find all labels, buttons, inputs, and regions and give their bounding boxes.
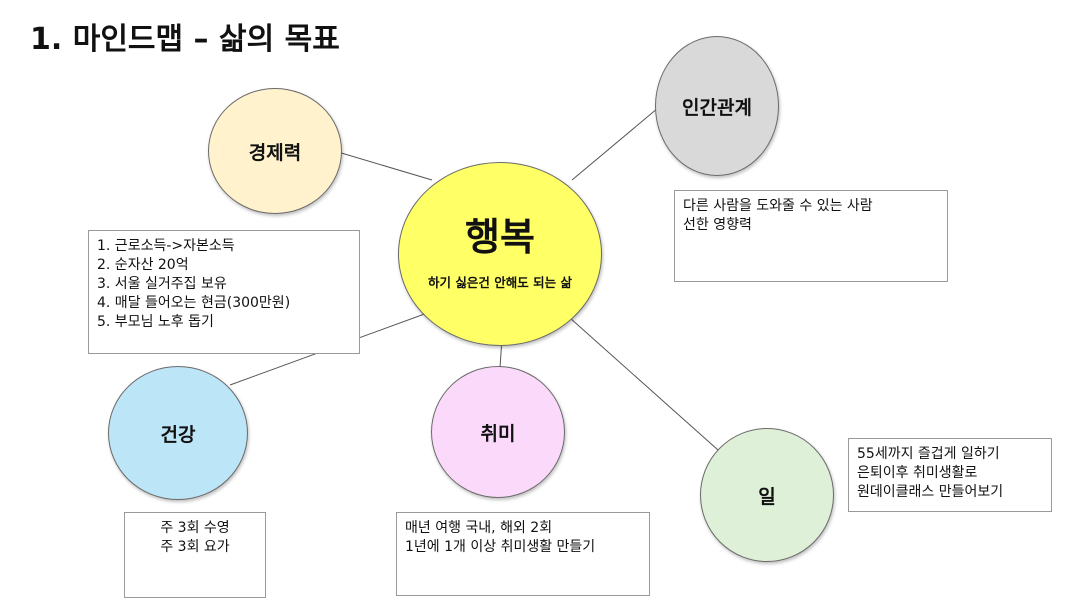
- node-relations-label: 인간관계: [682, 96, 752, 119]
- note-economy-line: 3. 서울 실거주집 보유: [97, 276, 227, 292]
- note-health: 주 3회 수영 주 3회 요가: [124, 512, 266, 598]
- node-health-label: 건강: [160, 423, 196, 446]
- note-hobby: 매년 여행 국내, 해외 2회 1년에 1개 이상 취미생활 만들기: [396, 512, 650, 596]
- node-relations: 인간관계: [655, 36, 779, 176]
- note-economy-line: 2. 순자산 20억: [97, 257, 189, 273]
- note-health-line: 주 3회 수영: [160, 520, 230, 536]
- node-work-label: 일: [758, 485, 776, 508]
- node-economy: 경제력: [208, 88, 342, 214]
- note-work-line: 55세까지 즐겁게 일하기: [857, 446, 1000, 462]
- note-work: 55세까지 즐겁게 일하기 은퇴이후 취미생활로 원데이클래스 만들어보기: [848, 438, 1052, 512]
- note-hobby-line: 1년에 1개 이상 취미생활 만들기: [405, 539, 596, 555]
- connector-relations: [571, 107, 659, 181]
- page-title: 1. 마인드맵 – 삶의 목표: [30, 22, 340, 57]
- note-economy: 1. 근로소득->자본소득 2. 순자산 20억 3. 서울 실거주집 보유 4…: [88, 230, 360, 354]
- note-relations-line: 선한 영향력: [683, 217, 752, 233]
- note-economy-line: 4. 매달 들어오는 현금(300만원): [97, 295, 291, 311]
- connector-economy: [337, 151, 433, 181]
- note-work-line: 원데이클래스 만들어보기: [857, 484, 1004, 500]
- note-economy-line: 1. 근로소득->자본소득: [97, 238, 235, 254]
- node-hobby: 취미: [431, 366, 565, 498]
- note-health-line: 주 3회 요가: [160, 539, 230, 555]
- node-economy-label: 경제력: [248, 141, 302, 164]
- note-economy-line: 5. 부모님 노후 돕기: [97, 314, 214, 330]
- note-work-line: 은퇴이후 취미생활로: [857, 465, 978, 481]
- center-label: 행복: [465, 214, 535, 259]
- note-hobby-line: 매년 여행 국내, 해외 2회: [405, 520, 553, 536]
- note-relations: 다른 사람을 도와줄 수 있는 사람 선한 영향력: [674, 190, 948, 282]
- node-health: 건강: [108, 366, 248, 500]
- connector-work: [569, 317, 719, 451]
- node-hobby-label: 취미: [480, 422, 516, 445]
- center-sublabel: 하기 싫은건 안해도 되는 삶: [428, 275, 572, 291]
- note-relations-line: 다른 사람을 도와줄 수 있는 사람: [683, 198, 873, 214]
- node-work: 일: [700, 428, 834, 562]
- center-node-happiness: 행복 하기 싫은건 안해도 되는 삶: [398, 162, 602, 346]
